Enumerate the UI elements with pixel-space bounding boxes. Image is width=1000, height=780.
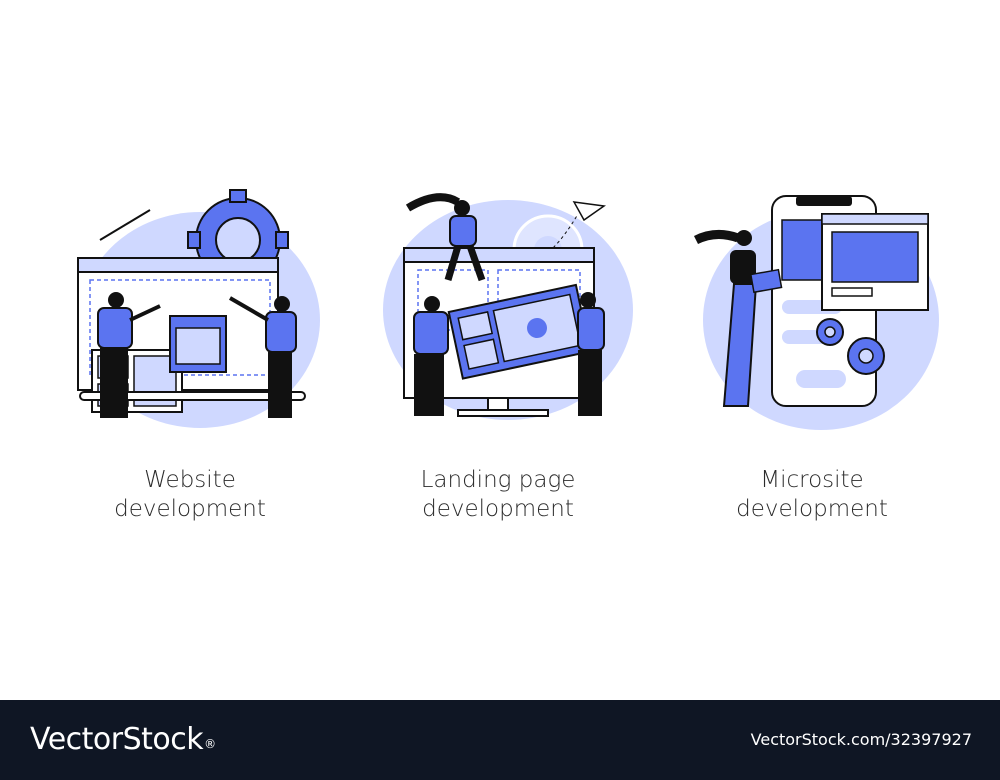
image-reference-link[interactable]: VectorStock.com/32397927 <box>750 730 972 749</box>
caption-line: Microsite <box>760 467 864 493</box>
caption-landing-page-development: Landing page development <box>348 466 648 524</box>
landing-page-development-illustration <box>383 193 633 420</box>
caption-line: Website <box>144 467 236 493</box>
website-development-illustration <box>77 189 320 428</box>
caption-microsite-development: Microsite development <box>662 466 962 524</box>
caption-line: development <box>422 496 574 522</box>
illustration-canvas: Website development Landing page develop… <box>40 189 962 524</box>
caption-website-development: Website development <box>40 466 340 524</box>
caption-line: development <box>736 496 888 522</box>
brand-logo[interactable]: VectorStock® <box>30 720 216 760</box>
caption-line: Landing page <box>420 467 576 493</box>
microsite-development-illustration <box>693 195 939 430</box>
footer-bar: VectorStock® VectorStock.com/32397927 <box>0 700 1000 780</box>
trademark-symbol: ® <box>204 737 216 751</box>
caption-line: development <box>114 496 266 522</box>
gear-icon <box>816 318 885 375</box>
brand-name: VectorStock <box>30 722 204 757</box>
